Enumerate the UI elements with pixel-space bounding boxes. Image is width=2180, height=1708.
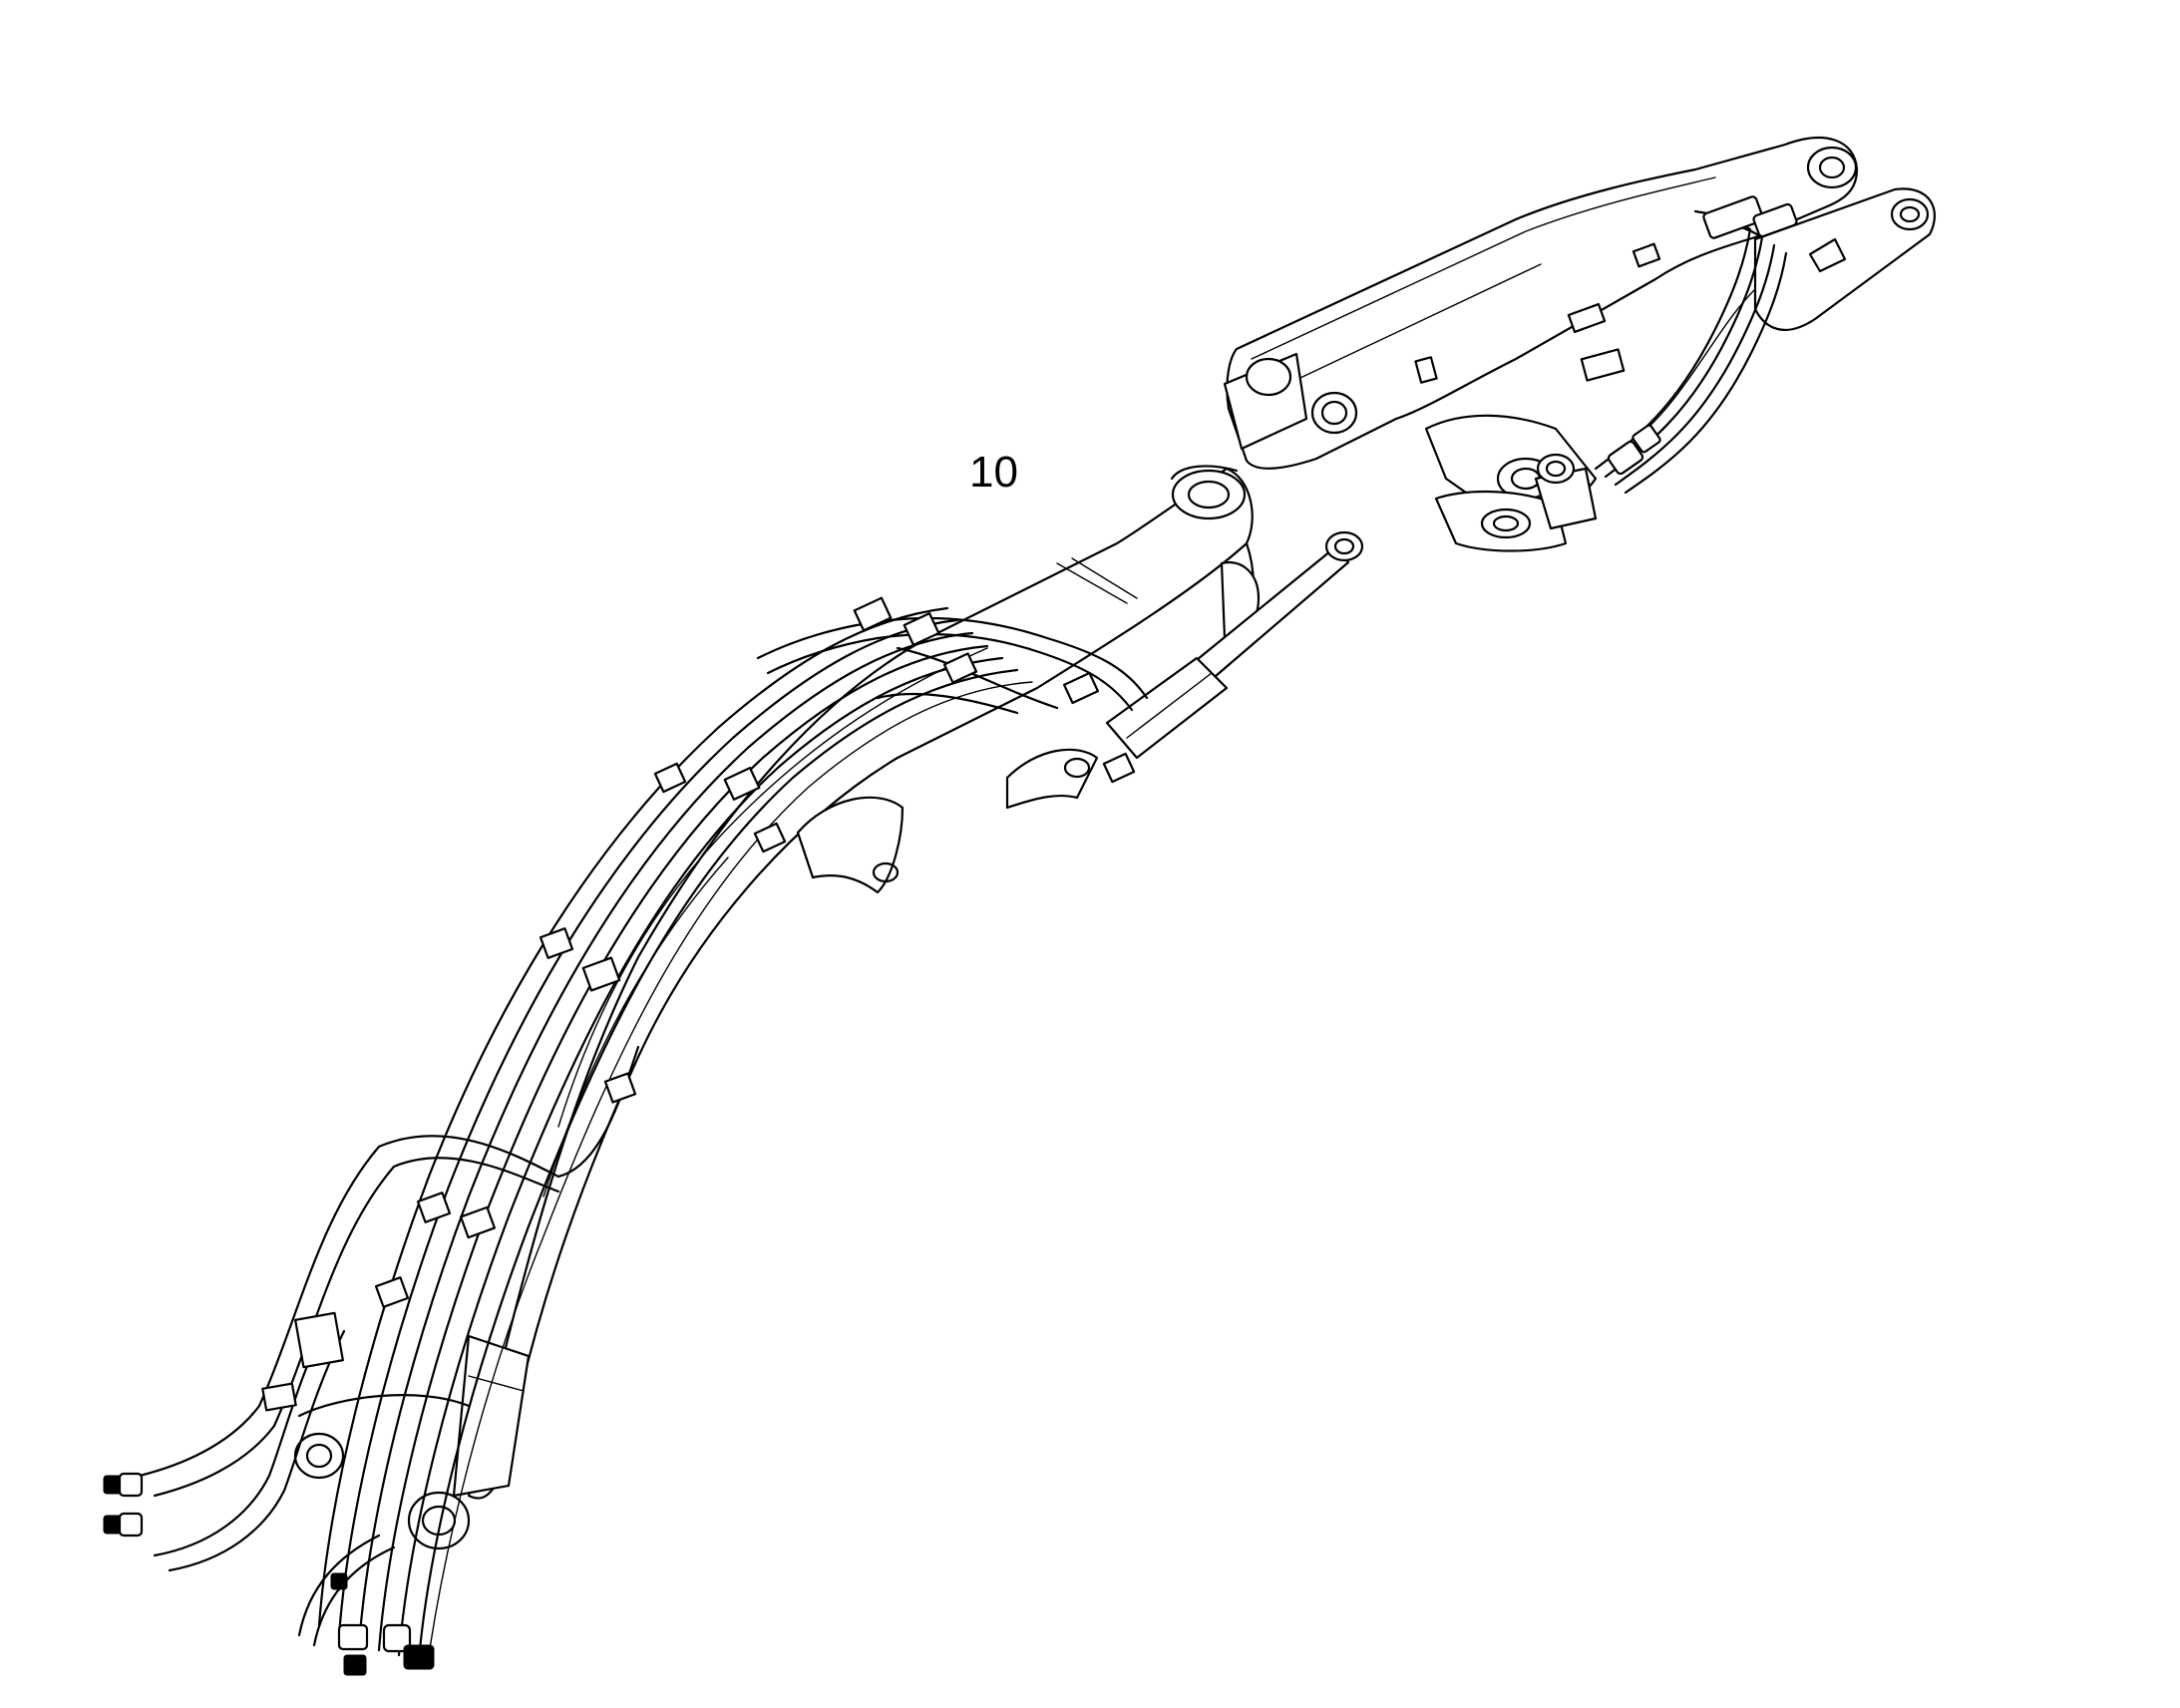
boom-foot-pin [407,1491,471,1550]
rod-eye [1324,530,1364,562]
arm-nose-pin [1806,146,1858,189]
callout-label: 10 [969,448,1018,497]
boom-head-pin [1171,469,1247,520]
arm-body [1226,137,1859,470]
arm-pin [1310,391,1358,435]
hose-fittings [103,1472,435,1676]
cylinder-bracket [796,796,905,894]
manifold-block [294,1311,344,1369]
hose-bundle [138,606,1149,1662]
arm-hose-clamp [1702,195,1764,239]
hose-clamps [261,596,1136,1412]
arm-hoses [1594,195,1798,495]
main-boom [293,465,1261,1550]
cylinder-rod [1105,530,1364,760]
arm [1223,137,1936,552]
